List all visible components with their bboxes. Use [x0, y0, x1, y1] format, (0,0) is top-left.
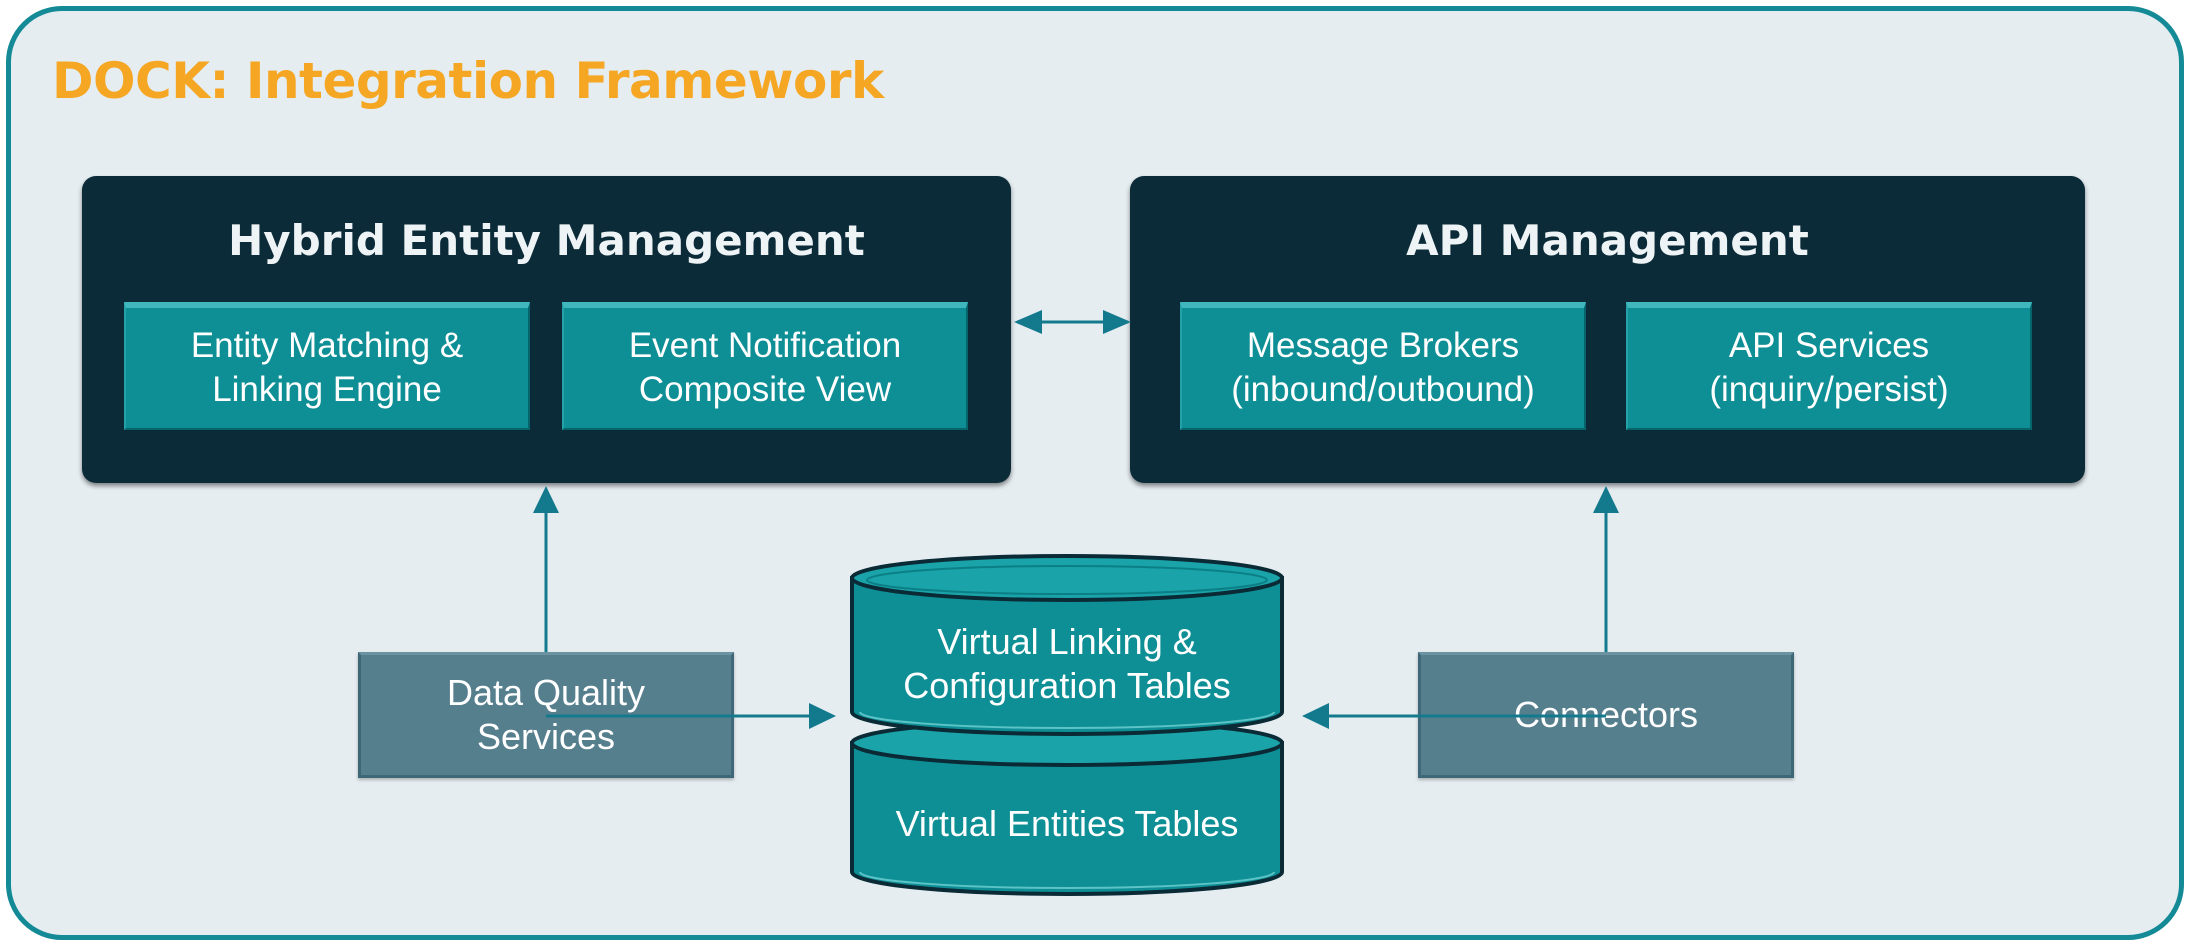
message-brokers-module: Message Brokers (inbound/outbound): [1180, 302, 1586, 430]
event-notification-module: Event Notification Composite View: [562, 302, 968, 430]
panel-title: API Management: [1406, 216, 1809, 265]
panel-title: Hybrid Entity Management: [228, 216, 865, 265]
data-quality-up-arrow: [533, 486, 559, 652]
entity-matching-module: Entity Matching & Linking Engine: [124, 302, 530, 430]
panels-bidirectional-arrow: [1014, 310, 1131, 334]
api-services-module: API Services (inquiry/persist): [1626, 302, 2032, 430]
virtual-linking-cylinder: [850, 554, 1284, 736]
connectors-to-database-arrow: [1302, 703, 1606, 729]
virtual-entities-label: Virtual Entities Tables: [895, 803, 1239, 844]
data-quality-to-database-arrow: [546, 703, 836, 729]
virtual-linking-label: Virtual Linking & Configuration Tables: [903, 621, 1231, 706]
diagram-title: DOCK: Integration Framework: [52, 52, 884, 110]
connectors-up-arrow: [1593, 486, 1619, 652]
